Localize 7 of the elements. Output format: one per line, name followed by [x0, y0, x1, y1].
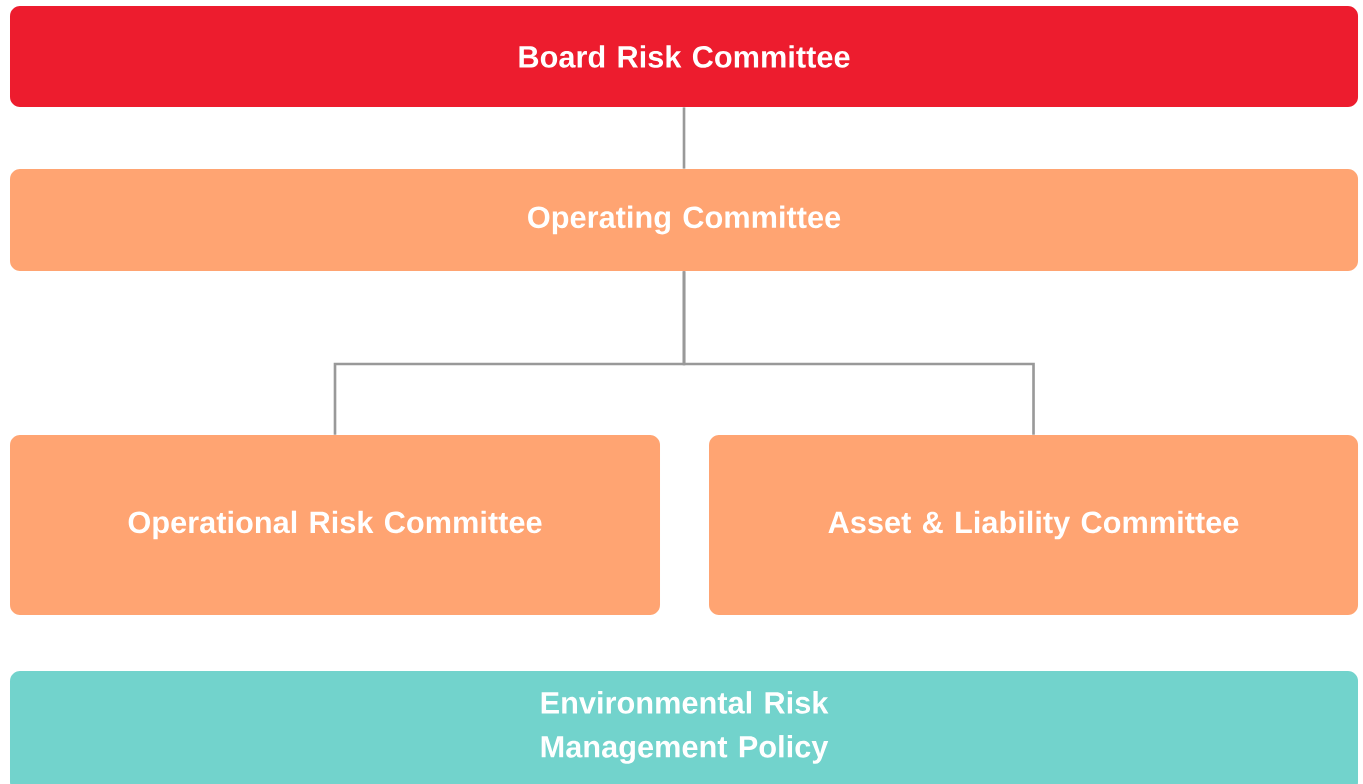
committee-box: Asset & Liability Committee — [709, 435, 1358, 615]
committee-box: Operational Risk Committee — [10, 435, 660, 615]
committee-box: Environmental Risk Management Policy — [10, 671, 1358, 784]
connector-line — [682, 271, 1035, 435]
committee-box: Operating Committee — [10, 169, 1358, 271]
connector-line — [682, 107, 686, 169]
committee-box: Board Risk Committee — [10, 6, 1358, 107]
